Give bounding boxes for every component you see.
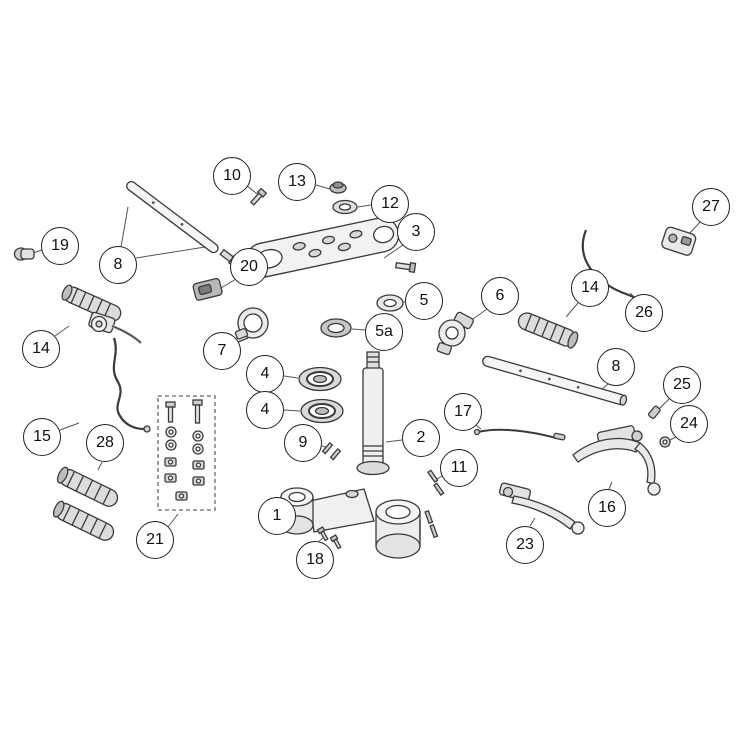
part-brake-lever-16 [572,425,661,496]
callout-24: 24 [670,405,708,443]
callout-27: 27 [692,188,730,226]
callout-20: 20 [230,248,268,286]
part-bearing-upper-4 [298,366,342,392]
part-grips-28 [52,466,119,541]
callout-label: 5 [419,292,429,309]
callout-5a: 5a [365,313,403,351]
callout-label: 8 [113,256,123,273]
part-bearing-lower-4 [300,398,344,424]
callout-label: 25 [673,376,691,393]
part-clip-25 [648,405,661,419]
callout-label: 7 [217,342,227,359]
part-throttle-housing-6 [436,311,474,356]
callout-7: 7 [203,332,241,370]
callout-label: 4 [260,401,270,418]
callout-18: 18 [296,541,334,579]
part-hardware-kit-21 [157,395,216,511]
callout-label: 24 [680,415,698,432]
part-clutch-lever-23 [498,482,585,535]
callout-label: 3 [411,223,421,240]
callout-label: 11 [450,459,468,476]
callout-label: 9 [298,434,308,451]
callout-8-left: 8 [99,246,137,284]
callout-23: 23 [506,526,544,564]
callout-label: 5a [375,323,393,340]
callout-11: 11 [440,449,478,487]
callout-25: 25 [663,366,701,404]
part-oring-5a [320,318,352,338]
callout-label: 17 [454,403,472,420]
callout-label: 23 [516,536,534,553]
part-grip-right-14 [517,312,579,349]
callout-label: 1 [272,507,282,524]
callout-10: 10 [213,157,251,195]
callout-4-lower: 4 [246,391,284,429]
part-bolt-10 [249,187,268,206]
callout-26: 26 [625,294,663,332]
callout-label: 28 [96,434,114,451]
callout-9: 9 [284,424,322,462]
callout-label: 14 [32,340,50,357]
part-switch-27 [661,226,697,256]
part-handlebar-tube-left [126,180,239,267]
callout-21: 21 [136,521,174,559]
part-top-triple-clamp [245,217,417,278]
callout-13: 13 [278,163,316,201]
callout-label: 18 [306,551,324,568]
callout-label: 6 [495,287,505,304]
callout-label: 10 [223,167,241,184]
callout-14-right: 14 [571,269,609,307]
callout-5: 5 [405,282,443,320]
callout-19: 19 [41,227,79,265]
callout-label: 12 [381,195,399,212]
callout-label: 13 [288,173,306,190]
callout-label: 20 [240,258,258,275]
part-pinch-bolt [395,261,417,274]
callout-label: 8 [611,358,621,375]
part-dust-seal-5 [376,294,404,312]
part-cable-15 [112,337,151,433]
callout-28: 28 [86,424,124,462]
callout-label: 2 [416,429,426,446]
callout-15: 15 [23,418,61,456]
callout-4-upper: 4 [246,355,284,393]
callout-16: 16 [588,489,626,527]
callout-label: 16 [598,499,616,516]
part-bolts-18 [316,526,342,550]
part-pins-9 [321,441,342,461]
callout-label: 4 [260,365,270,382]
part-cap-13 [329,181,347,194]
callout-6: 6 [481,277,519,315]
callout-1: 1 [258,497,296,535]
callout-14-left: 14 [22,330,60,368]
part-grip-control-left-14 [61,284,143,345]
part-pins-11 [424,469,445,539]
part-bar-end [13,247,35,261]
callout-17: 17 [444,393,482,431]
part-handlebar-tube-right [482,355,628,406]
callout-label: 26 [635,304,653,321]
callout-3: 3 [397,213,435,251]
callout-8-right: 8 [597,348,635,386]
part-clamp-ring-7 [234,307,269,343]
callout-label: 21 [146,531,164,548]
callout-label: 27 [702,198,720,215]
callout-2: 2 [402,419,440,457]
callout-label: 19 [51,237,69,254]
callout-label: 15 [33,428,51,445]
part-stem-nut-12 [332,199,358,215]
part-switch-block-20 [192,277,223,301]
part-steering-stem-2 [356,351,390,476]
part-cable-17 [473,428,566,441]
part-nut-24 [659,436,671,448]
callout-label: 14 [581,279,599,296]
